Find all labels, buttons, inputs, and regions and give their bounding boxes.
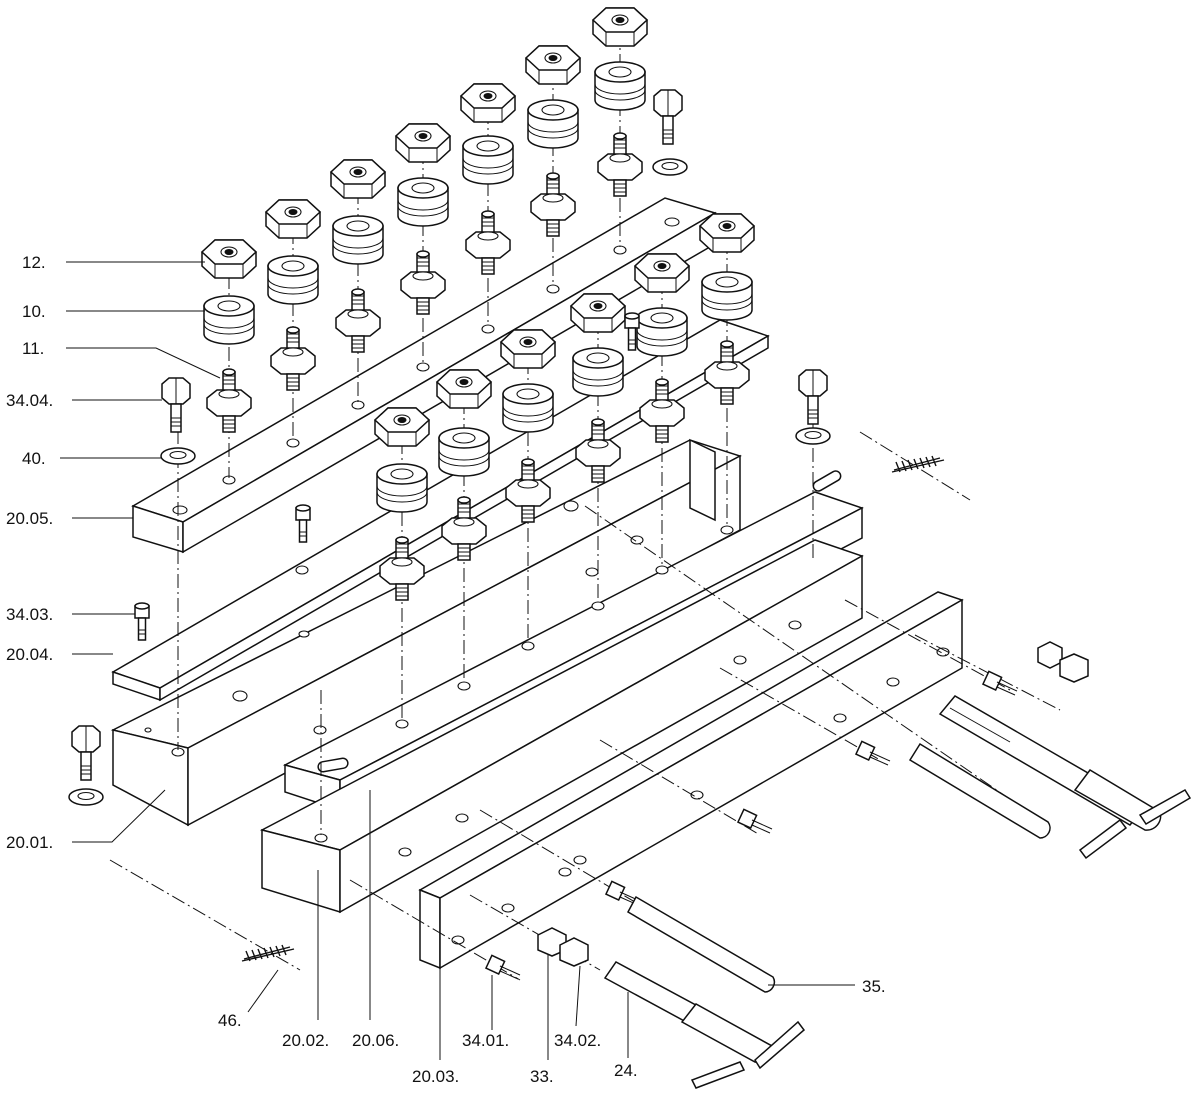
rod-35-upper xyxy=(908,742,1051,839)
label-40: 40. xyxy=(22,449,46,468)
block-20-02 xyxy=(259,539,864,914)
label-12: 12. xyxy=(22,253,46,272)
t-handle-upper xyxy=(938,695,1192,860)
label-20-03: 20.03. xyxy=(412,1067,459,1086)
label-10: 10. xyxy=(22,302,46,321)
knurled-nut-pair xyxy=(537,641,1089,967)
plate-holes xyxy=(144,245,950,945)
label-20-02: 20.02. xyxy=(282,1031,329,1050)
leader-lines xyxy=(60,261,855,1060)
label-34-04: 34.04. xyxy=(6,391,53,410)
label-34-02: 34.02. xyxy=(554,1031,601,1050)
label-20-05: 20.05. xyxy=(6,509,53,528)
label-20-01: 20.01. xyxy=(6,833,53,852)
label-24: 24. xyxy=(614,1061,638,1080)
label-34-03: 34.03. xyxy=(6,605,53,624)
part-labels: 12. 10. 11. 34.04. 40. 20.05. 34.03. 20.… xyxy=(6,253,886,1086)
label-35: 35. xyxy=(862,977,886,996)
label-34-01: 34.01. xyxy=(462,1031,509,1050)
label-33: 33. xyxy=(530,1067,554,1086)
rod-35-lower xyxy=(626,895,776,993)
label-46: 46. xyxy=(218,1011,242,1030)
bar-20-03 xyxy=(418,591,964,970)
t-handle-lower xyxy=(603,961,806,1089)
label-20-04: 20.04. xyxy=(6,645,53,664)
label-20-06: 20.06. xyxy=(352,1031,399,1050)
label-11: 11. xyxy=(22,339,44,358)
